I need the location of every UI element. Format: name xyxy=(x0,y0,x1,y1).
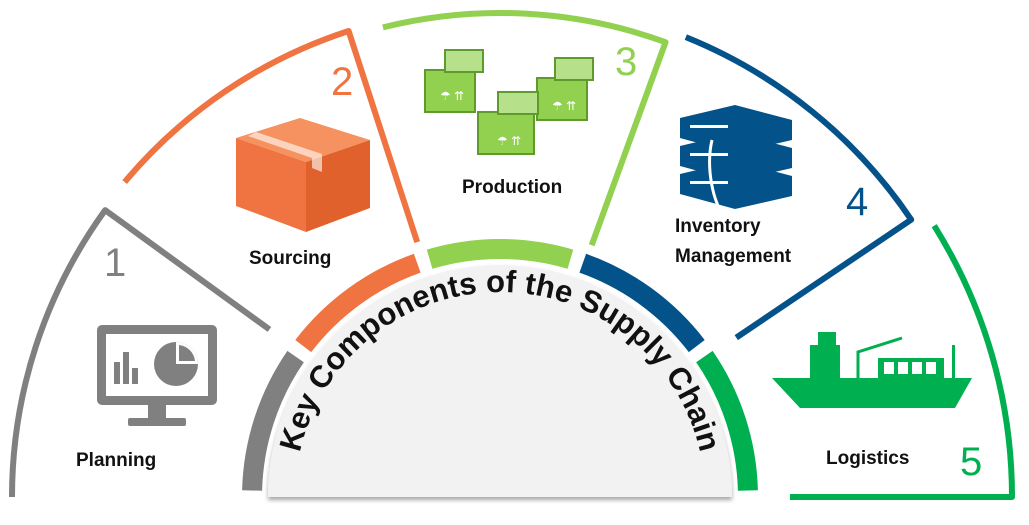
step-number-3: 3 xyxy=(615,40,638,84)
ring-segment-4 xyxy=(579,253,705,353)
center-half-disc xyxy=(268,265,732,497)
sector-outline-3 xyxy=(382,10,669,247)
step-number-2: 2 xyxy=(331,60,354,104)
monitor-chart-icon xyxy=(97,325,217,426)
ring-segment-1 xyxy=(242,350,304,491)
box-icon xyxy=(236,118,370,232)
label-planning: Planning xyxy=(76,450,157,471)
ring-segment-3 xyxy=(426,239,574,269)
sector-outline-1 xyxy=(9,207,272,498)
cargo-ship-icon xyxy=(772,332,972,408)
ring-segment-2 xyxy=(295,253,421,353)
svg-text:☂ ⇈: ☂ ⇈ xyxy=(497,134,521,148)
step-number-5: 5 xyxy=(960,440,983,484)
server-stack-icon xyxy=(680,105,792,214)
ring-segment-5 xyxy=(696,350,758,491)
label-logistics: Logistics xyxy=(826,448,910,469)
svg-text:☂ ⇈: ☂ ⇈ xyxy=(552,99,576,113)
sector-outline-5 xyxy=(790,224,1015,500)
step-number-1: 1 xyxy=(104,241,127,285)
svg-text:☂ ⇈: ☂ ⇈ xyxy=(440,89,464,103)
boxes-icon: ☂ ⇈ ☂ ⇈ ☂ ⇈ xyxy=(424,49,594,155)
step-number-4: 4 xyxy=(846,180,869,224)
label-inventory-management: Inventory Management xyxy=(675,216,792,267)
label-sourcing: Sourcing xyxy=(249,248,332,269)
label-production: Production xyxy=(462,177,563,198)
sector-outline-2 xyxy=(122,27,421,244)
sector-outline-4 xyxy=(684,34,915,341)
